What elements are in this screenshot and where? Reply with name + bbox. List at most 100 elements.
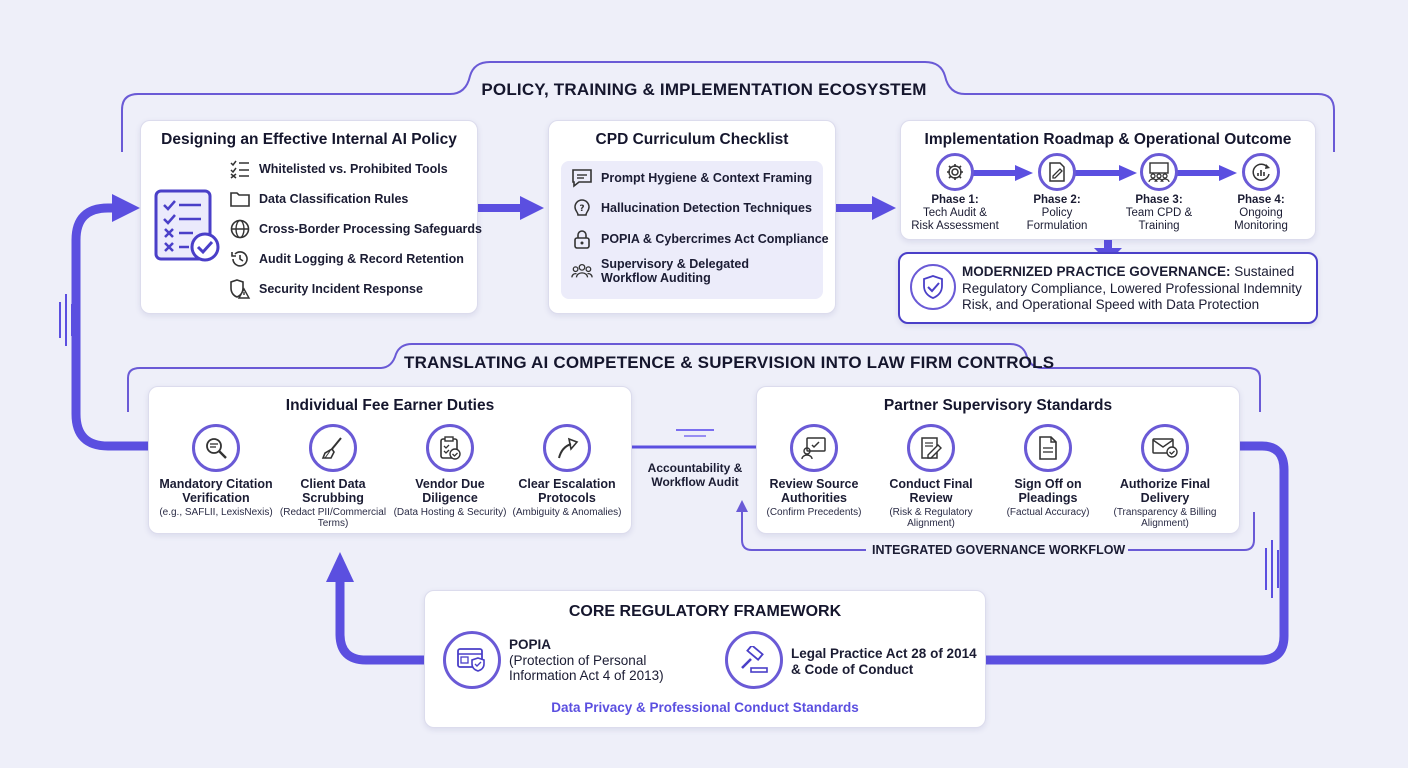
phase-4-node <box>1242 153 1280 191</box>
list-check-icon <box>229 158 251 180</box>
left-loop-arrow <box>71 203 148 451</box>
left-loop-arrowhead <box>112 194 140 222</box>
ecosystem-bracket <box>121 61 1335 152</box>
popia-icon-circle <box>443 631 501 689</box>
phase-3-label: Phase 3:Team CPD &Training <box>1125 194 1193 232</box>
left-accent-ticks <box>59 294 73 346</box>
fee-escalation-sub: (Ambiguity & Anomalies) <box>512 507 622 518</box>
outcome-icon-circle <box>910 264 956 310</box>
policy-item-cross-border: Cross-Border Processing Safeguards <box>229 216 482 242</box>
core-to-fee-arrowhead <box>326 552 354 582</box>
partner-node-authorize <box>1141 424 1189 472</box>
cpd-item-prompt-hygiene: Prompt Hygiene & Context Framing <box>571 167 812 189</box>
svg-text:?: ? <box>579 204 584 214</box>
lock-icon <box>571 228 593 250</box>
privacy-shield-icon <box>457 648 485 672</box>
phase-2-node <box>1038 153 1076 191</box>
policy-item-data-classification: Data Classification Rules <box>229 186 408 212</box>
chat-icon <box>571 167 593 189</box>
fee-citation-sub: (e.g., SAFLII, LexisNexis) <box>159 507 273 518</box>
policy-item-security-incident: Security Incident Response <box>229 276 423 302</box>
core-title: CORE REGULATORY FRAMEWORK <box>568 603 842 620</box>
escalation-arrow-icon <box>558 437 579 459</box>
clipboard-check-icon <box>440 436 461 460</box>
review-icon <box>801 437 826 460</box>
shield-check-icon <box>923 275 943 299</box>
checklist-icon <box>154 189 220 262</box>
integrated-bracket <box>741 506 1255 551</box>
outcome-card: MODERNIZED PRACTICE GOVERNANCE: Sustaine… <box>898 252 1318 324</box>
team-training-icon <box>1148 162 1170 182</box>
right-loop-arrow <box>986 441 1289 665</box>
partner-title: Partner Supervisory Standards <box>883 397 1113 414</box>
partner-node-review-source <box>790 424 838 472</box>
cpd-item-hallucination: ? Hallucination Detection Techniques <box>571 197 812 219</box>
history-icon <box>229 248 251 270</box>
file-icon <box>1039 436 1057 460</box>
users-icon <box>571 260 593 282</box>
core-framework-card: CORE REGULATORY FRAMEWORK POPIA (Protect… <box>424 590 986 728</box>
document-edit-icon <box>1049 162 1065 182</box>
outcome-text: MODERNIZED PRACTICE GOVERNANCE: Sustaine… <box>962 264 1302 312</box>
monitoring-icon <box>1252 163 1270 181</box>
fee-node-escalation <box>543 424 591 472</box>
lpa-text: Legal Practice Act 28 of 2014 & Code of … <box>791 646 977 677</box>
fee-node-vendor <box>426 424 474 472</box>
question-icon: ? <box>571 197 593 219</box>
phase-1-label: Phase 1:Tech Audit &Risk Assessment <box>911 194 999 232</box>
lpa-icon-circle <box>725 631 783 689</box>
cpd-item-popia-compliance: POPIA & Cybercrimes Act Compliance <box>571 228 829 250</box>
shield-warning-icon <box>229 278 251 300</box>
policy-card: Designing an Effective Internal AI Polic… <box>140 120 482 314</box>
phase-1-node <box>936 153 974 191</box>
ecosystem-title: POLICY, TRAINING & IMPLEMENTATION ECOSYS… <box>481 80 927 99</box>
core-footer: Data Privacy & Professional Conduct Stan… <box>551 700 859 715</box>
cpd-checklist-panel: Prompt Hygiene & Context Framing ? Hallu… <box>561 161 829 299</box>
roadmap-card: Implementation Roadmap & Operational Out… <box>900 120 1316 240</box>
translating-bracket <box>127 343 1261 412</box>
core-to-fee-arrow <box>335 578 424 665</box>
policy-item-audit-logging: Audit Logging & Record Retention <box>229 246 464 272</box>
policy-title: Designing an Effective Internal AI Polic… <box>161 131 457 148</box>
mail-check-icon <box>1152 438 1178 458</box>
partner-node-final-review <box>907 424 955 472</box>
search-document-icon <box>206 438 227 459</box>
cpd-card: CPD Curriculum Checklist Prompt Hygiene … <box>548 120 836 314</box>
brush-icon <box>321 437 342 459</box>
globe-icon <box>229 218 251 240</box>
integrated-governance-label: INTEGRATED GOVERNANCE WORKFLOW <box>872 543 1126 557</box>
accountability-label: Accountability &Workflow Audit <box>647 461 743 489</box>
partner-review-source-sub: (Confirm Precedents) <box>766 507 862 518</box>
phase-3-node <box>1140 153 1178 191</box>
translating-title: TRANSLATING AI COMPETENCE & SUPERVISION … <box>404 353 1055 372</box>
fee-vendor-sub: (Data Hosting & Security) <box>393 507 507 518</box>
fee-node-scrubbing <box>309 424 357 472</box>
cpd-title: CPD Curriculum Checklist <box>595 131 789 148</box>
gear-icon <box>947 164 963 180</box>
popia-text: POPIA (Protection of Personal Informatio… <box>509 637 664 683</box>
policy-item-whitelisted-tools: Whitelisted vs. Prohibited Tools <box>229 156 448 182</box>
edit-document-icon <box>921 437 942 459</box>
fee-node-citation <box>192 424 240 472</box>
gavel-icon <box>741 646 768 673</box>
right-accent-ticks <box>1265 540 1279 598</box>
partner-sign-off-sub: (Factual Accuracy) <box>1006 507 1090 518</box>
roadmap-title: Implementation Roadmap & Operational Out… <box>924 131 1292 148</box>
folder-icon <box>229 188 251 210</box>
fee-earner-title: Individual Fee Earner Duties <box>285 397 495 414</box>
partner-node-sign-off <box>1024 424 1072 472</box>
